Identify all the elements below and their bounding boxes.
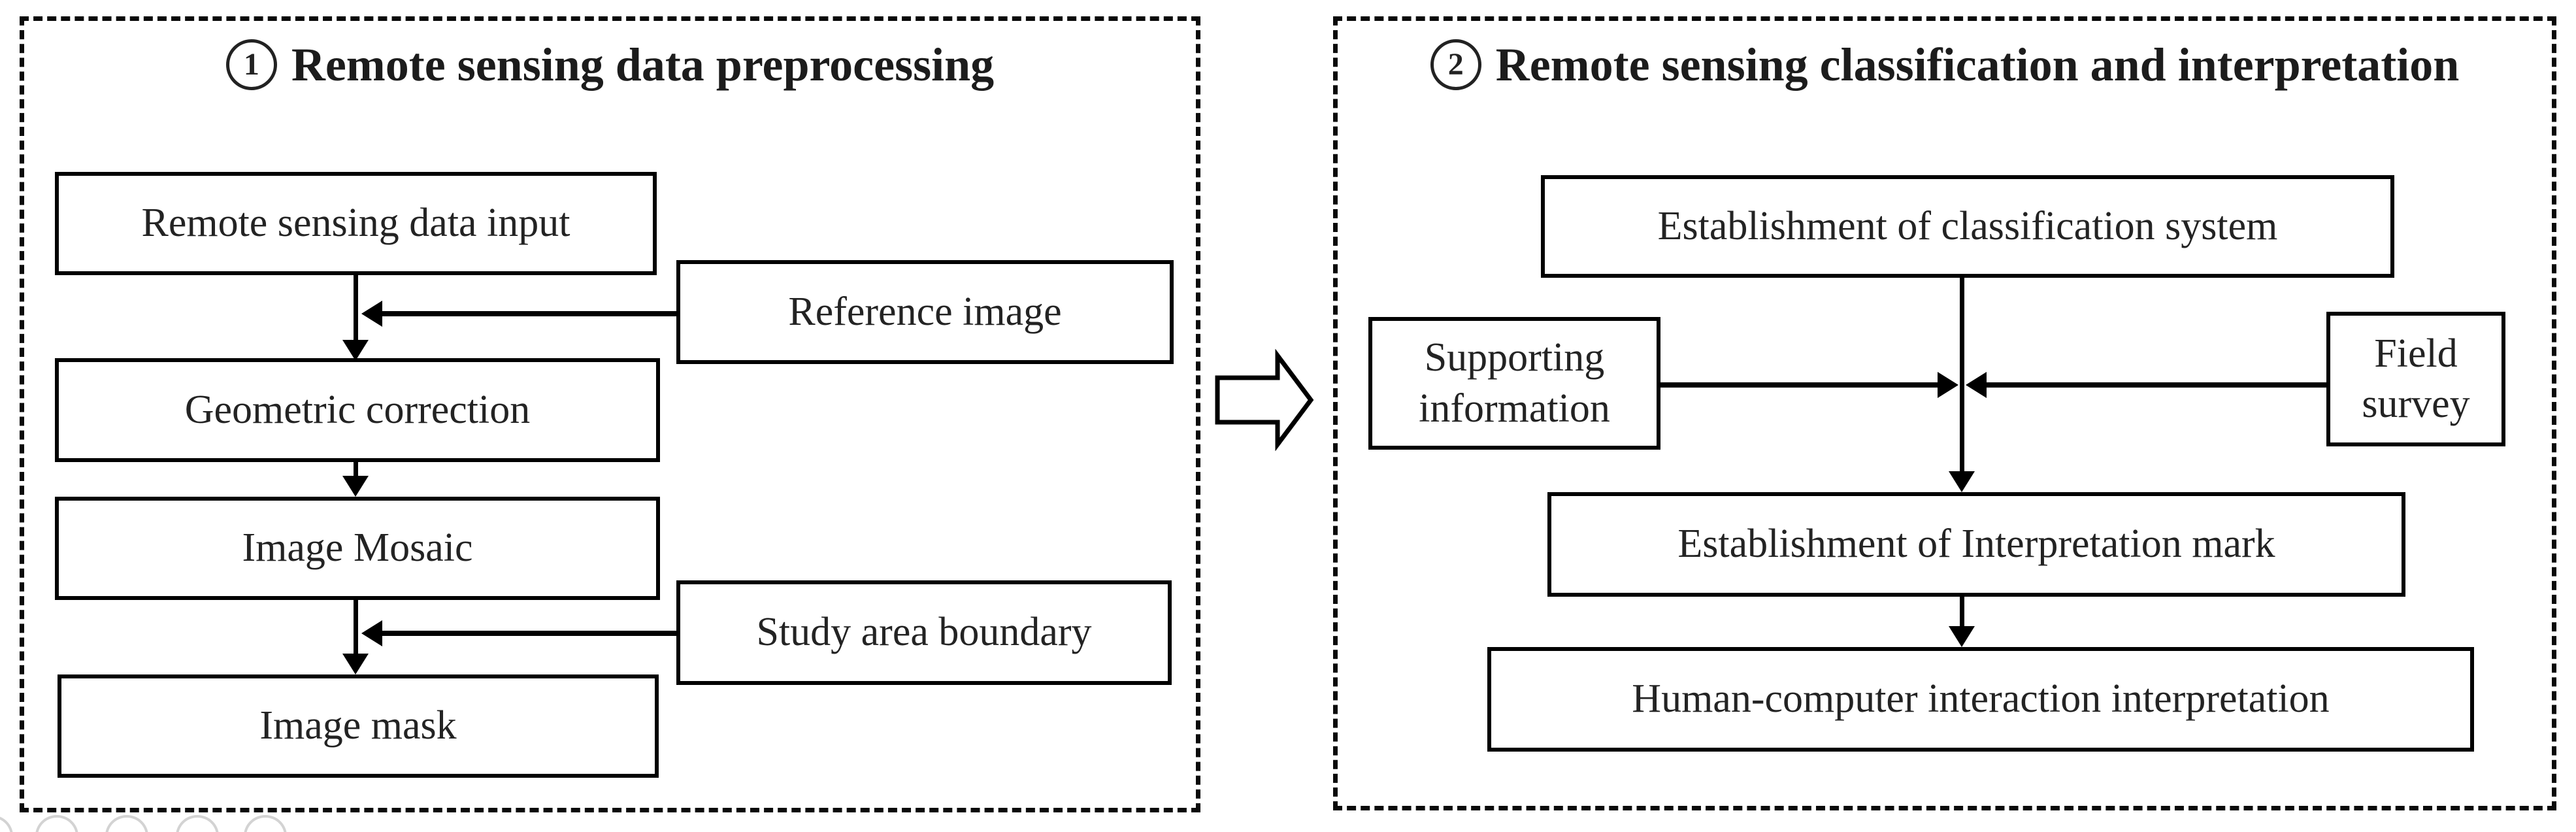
faint-circle-watermark — [0, 815, 13, 832]
arrow-input-to-geometric — [354, 275, 358, 340]
box-image-mosaic: Image Mosaic — [55, 497, 660, 600]
faint-circle-watermark — [35, 815, 78, 832]
box-geometric-correction: Geometric correction — [55, 358, 660, 462]
arrow-field-survey-to-flow — [1987, 382, 2326, 388]
arrowhead-down-icon — [342, 476, 369, 497]
arrowhead-down-icon — [1949, 626, 1975, 647]
box-field-survey: Field survey — [2326, 312, 2505, 446]
left-panel-title-text: Remote sensing data preprocessing — [291, 39, 995, 91]
box-image-mask: Image mask — [58, 674, 659, 778]
arrowhead-down-icon — [1949, 471, 1975, 492]
right-panel-title: 2 Remote sensing classification and inte… — [1333, 39, 2556, 90]
arrowhead-left-icon — [1966, 372, 1987, 398]
arrow-study-boundary-to-flow — [382, 631, 676, 636]
arrow-reference-to-flow — [382, 311, 676, 316]
arrow-geometric-to-mosaic — [354, 462, 358, 478]
panel-classification-interpretation — [1333, 16, 2556, 810]
arrow-interpretation-mark-to-human-computer — [1960, 597, 1964, 629]
box-reference-image: Reference image — [676, 260, 1174, 364]
arrowhead-right-icon — [1938, 372, 1958, 398]
box-study-area-boundary: Study area boundary — [676, 580, 1172, 685]
box-human-computer-interaction-interpretation: Human-computer interaction interpretatio… — [1487, 647, 2474, 752]
box-establishment-interpretation-mark: Establishment of Interpretation mark — [1547, 492, 2405, 597]
right-block-arrow-icon — [1215, 349, 1314, 451]
right-panel-title-text: Remote sensing classification and interp… — [1495, 39, 2460, 91]
faint-circle-watermark — [244, 815, 287, 832]
arrow-mosaic-to-mask — [354, 600, 358, 656]
left-panel-title: 1 Remote sensing data preprocessing — [20, 39, 1200, 90]
faint-circle-watermark — [176, 815, 219, 832]
circled-number-1-icon: 1 — [225, 39, 277, 90]
box-establishment-classification-system: Establishment of classification system — [1541, 175, 2394, 278]
arrow-classification-to-interpretation-mark — [1960, 278, 1964, 471]
box-remote-sensing-data-input: Remote sensing data input — [55, 172, 657, 275]
arrowhead-down-icon — [342, 654, 369, 674]
arrowhead-down-icon — [342, 340, 369, 361]
arrowhead-left-icon — [361, 620, 382, 646]
arrowhead-left-icon — [361, 301, 382, 327]
box-supporting-information: Supporting information — [1368, 317, 1660, 450]
panel-remote-sensing-preprocessing — [20, 16, 1200, 812]
circled-number-2-icon: 2 — [1430, 39, 1481, 90]
faint-circle-watermark — [105, 815, 148, 832]
arrow-supporting-info-to-flow — [1660, 382, 1938, 388]
